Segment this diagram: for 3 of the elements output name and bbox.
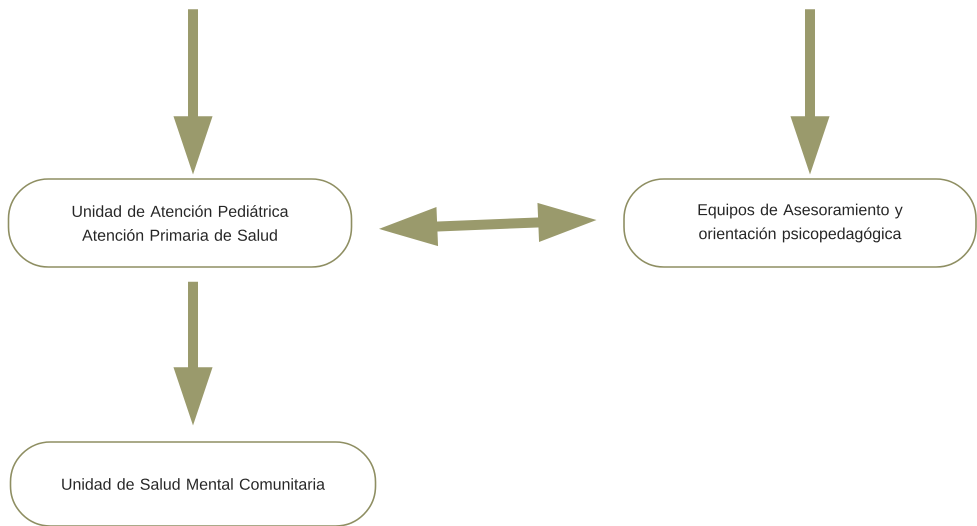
process-box: Unidad de Salud Mental Comunitaria: [10, 441, 376, 526]
process-box: Unidad de Atención Pediátrica Atención Primaria de Salud: [8, 178, 352, 268]
process-box: Equipos de Asesoramiento y orientación psicopedagógica: [623, 178, 977, 268]
